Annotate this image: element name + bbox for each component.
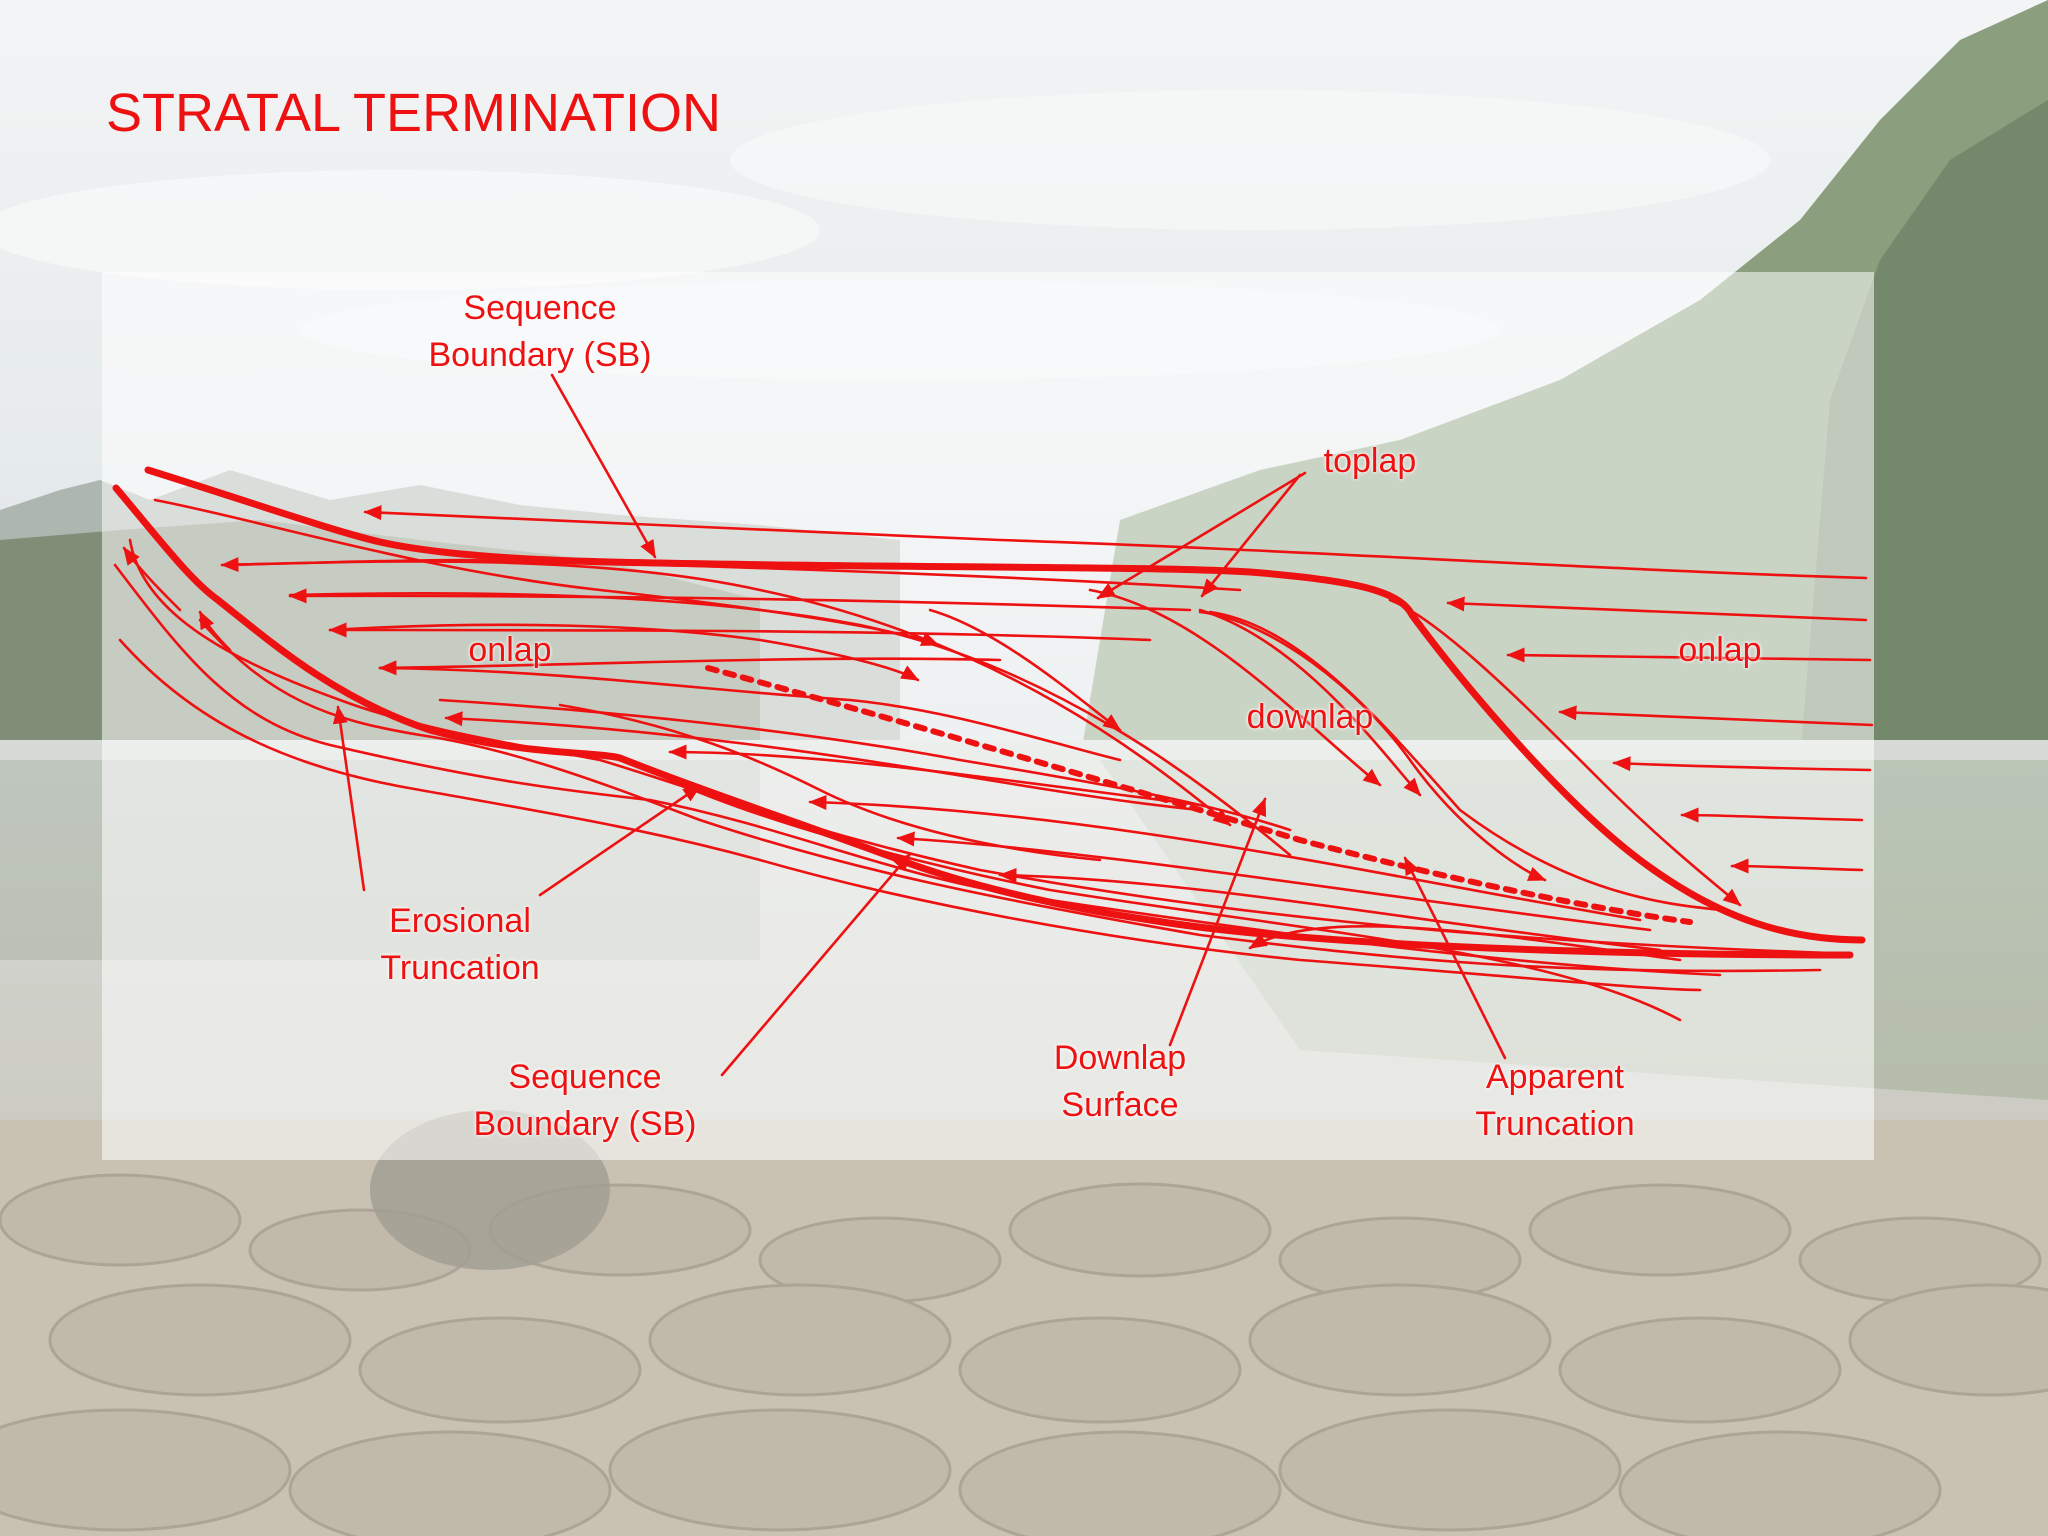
- slide-title: STRATAL TERMINATION: [106, 83, 722, 143]
- lower-sequence-boundary-line: [112, 484, 1854, 959]
- stratum-line: [223, 560, 1232, 827]
- stratum-line: [118, 638, 1702, 992]
- downlap-surface-label: Downlap Surface: [1053, 1039, 1187, 1124]
- stratum-line: [128, 538, 1832, 955]
- stratum-line: [1198, 610, 1547, 882]
- sequence-boundary-bottom-label: Sequence Boundary (SB): [473, 1058, 697, 1143]
- onlap-right-label: onlap: [1678, 631, 1762, 669]
- stratum-line: [113, 563, 1722, 977]
- erosional-truncation-label: Erosional Truncation: [380, 902, 540, 987]
- stratum-line: [1388, 598, 1742, 907]
- stratum-line: [328, 623, 920, 682]
- sequence-boundary-top-label: Sequence Boundary (SB): [428, 289, 652, 374]
- stratum-line: [1208, 610, 1722, 912]
- onlap-left-label: onlap: [468, 631, 552, 669]
- downlap-surface-dotted-line: [705, 665, 1693, 925]
- upper-sequence-boundary-line: [144, 466, 1866, 944]
- stratum-line: [1088, 588, 1382, 787]
- stratum-line: [668, 778, 1682, 1022]
- stratum-line: [198, 618, 1822, 973]
- stratum-line: [928, 608, 1122, 732]
- stratum-line: [153, 498, 940, 647]
- apparent-truncation-label: Apparent Truncation: [1475, 1058, 1635, 1143]
- toplap-label: toplap: [1323, 442, 1417, 480]
- stratum-line: [1198, 608, 1422, 797]
- stratum-line: [288, 592, 1292, 857]
- downlap-label: downlap: [1246, 698, 1374, 736]
- stratum-line: [378, 666, 1122, 762]
